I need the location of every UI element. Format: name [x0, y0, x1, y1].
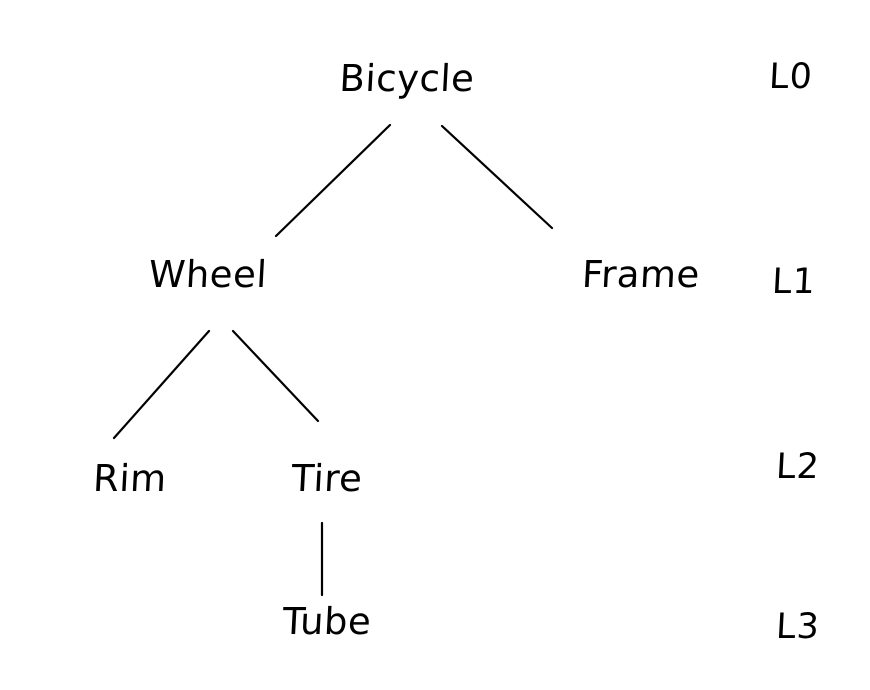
node-bicycle: Bicycle — [338, 57, 476, 100]
level-label-l1: L1 — [771, 262, 817, 302]
level-label-l2: L2 — [775, 447, 821, 487]
edge-bicycle-frame — [440, 124, 554, 230]
node-tube: Tube — [281, 600, 373, 643]
node-frame: Frame — [580, 253, 701, 296]
node-wheel: Wheel — [147, 253, 269, 296]
node-rim: Rim — [92, 457, 168, 500]
level-label-l3: L3 — [775, 607, 821, 647]
edge-wheel-rim — [112, 329, 211, 440]
edge-wheel-tire — [231, 329, 320, 423]
level-label-l0: L0 — [768, 57, 814, 97]
node-tire: Tire — [290, 457, 364, 500]
edge-bicycle-wheel — [274, 123, 392, 238]
